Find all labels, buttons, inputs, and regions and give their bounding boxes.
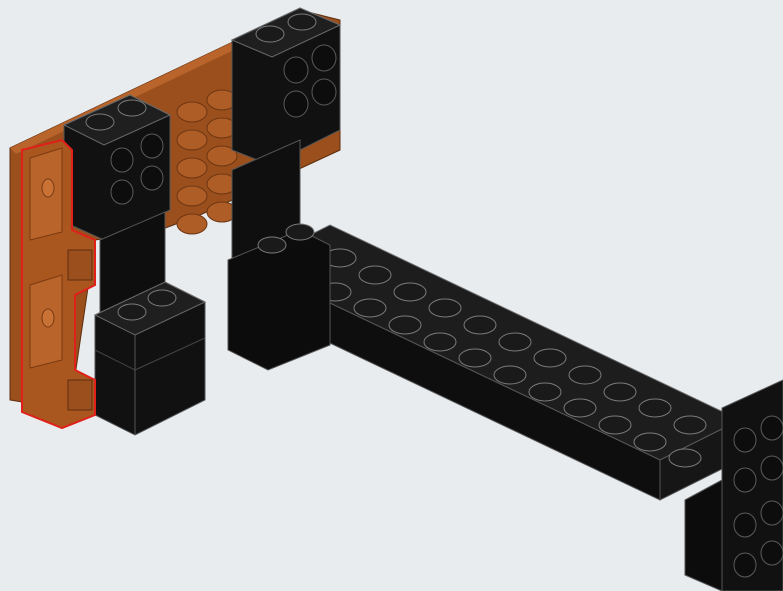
black-brick-upper-center bbox=[228, 8, 340, 370]
